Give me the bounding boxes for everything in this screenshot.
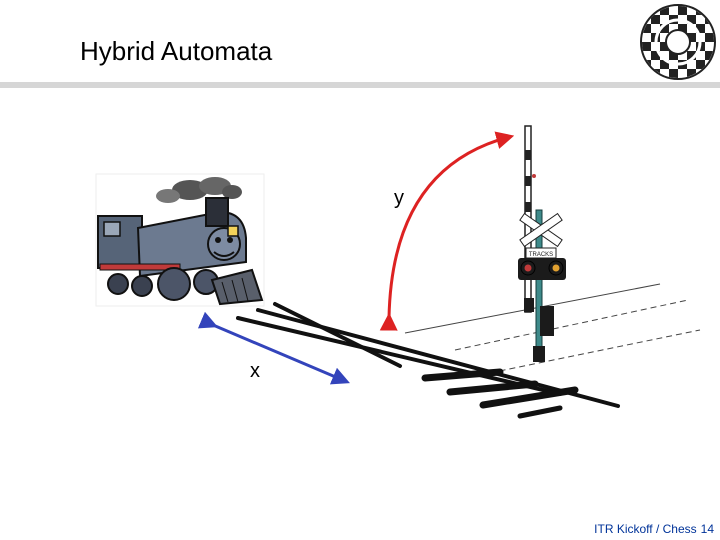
page-number: 14 (701, 522, 714, 536)
railroad-crossing-icon: TRACKS (518, 126, 566, 362)
footer-text: ITR Kickoff / Chess (594, 522, 696, 536)
variable-x-label: x (250, 360, 260, 383)
slide-footer: ITR Kickoff / Chess 14 (560, 522, 714, 536)
variable-y-label: y (394, 187, 404, 210)
train-position-arrow (213, 325, 345, 381)
gate-angle-arrow (389, 137, 509, 318)
steam-train-icon (96, 174, 264, 306)
crossing-sign-text: TRACKS (529, 252, 553, 258)
